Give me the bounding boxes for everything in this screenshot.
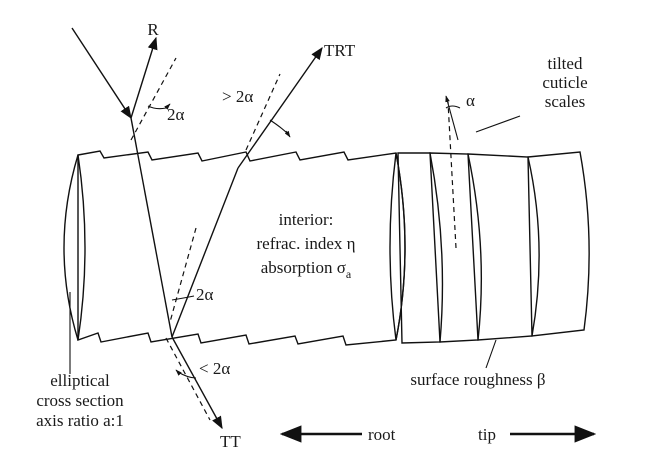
absorption-subscript: a [346, 267, 352, 281]
label-interior-2: refrac. index η [256, 234, 355, 253]
scale-tilt-arrow [445, 95, 459, 141]
label-elliptical-1: elliptical [50, 371, 110, 390]
r-angle-arc [147, 105, 167, 110]
label-tilted-1: tilted [548, 54, 583, 73]
internal-normal-dashed [169, 227, 197, 323]
label-surface-roughness: surface roughness β [410, 370, 545, 389]
alpha-angle-arc [445, 105, 461, 109]
incident-ray-continuation [130, 117, 173, 338]
label-elliptical-2: cross section [36, 391, 124, 410]
tip-cuticle-scales [397, 151, 590, 344]
trt-ray [237, 46, 323, 169]
label-tilted-2: cuticle [542, 73, 587, 92]
cuticle-scale-4 [527, 151, 590, 337]
trt-internal-ray [171, 167, 239, 338]
scale-normal-dashed [447, 101, 457, 249]
r-arc-arrow [164, 103, 171, 110]
r-ray [130, 36, 158, 119]
hair-interior-body [77, 150, 406, 346]
trt-normal-dashed [245, 73, 281, 151]
tip-end-cap [389, 152, 406, 341]
trt-angle-arc [269, 119, 289, 135]
cuticle-scale-1 [397, 152, 444, 344]
label-trt: TRT [324, 41, 356, 60]
absorption-text: absorption σ [261, 258, 346, 277]
trt-arc-arrow [284, 130, 291, 138]
internal-angle-arc [171, 295, 195, 301]
root-end-cap [63, 154, 86, 341]
label-tip: tip [478, 425, 496, 444]
label-alpha: α [466, 91, 475, 110]
label-r: R [147, 20, 159, 39]
incident-ray [71, 27, 132, 120]
label-tilted-3: scales [545, 92, 586, 111]
tilted-scales-leader [475, 115, 521, 133]
label-elliptical-3: axis ratio a:1 [36, 411, 124, 430]
label-root: root [368, 425, 396, 444]
surface-roughness-leader [485, 339, 497, 369]
cuticle-scale-2 [429, 152, 483, 343]
r-normal-dashed [130, 57, 177, 141]
label-2a-mid: 2α [196, 285, 214, 304]
label-2a-top: 2α [167, 105, 185, 124]
label-tt: TT [220, 432, 241, 451]
tt-arc-arrow [175, 369, 182, 376]
label-interior-3: absorption σa [261, 258, 352, 281]
label-interior-1: interior: [279, 210, 334, 229]
label-lt-2a: < 2α [199, 359, 230, 378]
label-gt-2a: > 2α [222, 87, 253, 106]
tt-normal-dashed [165, 337, 211, 421]
tt-ray [171, 336, 223, 430]
cuticle-scale-3 [467, 153, 540, 341]
